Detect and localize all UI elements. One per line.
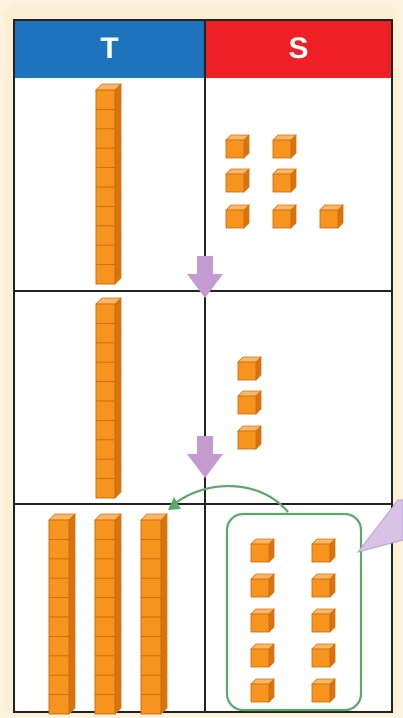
unit-cube bbox=[226, 205, 249, 228]
curved-arrow-icon bbox=[174, 486, 288, 512]
unit-cube bbox=[312, 644, 335, 667]
unit-cube bbox=[251, 609, 274, 632]
ten-rod bbox=[96, 298, 121, 498]
unit-cube bbox=[312, 574, 335, 597]
unit-cube bbox=[238, 357, 261, 380]
unit-cube bbox=[312, 539, 335, 562]
down-arrow-icon bbox=[187, 256, 223, 298]
unit-cube bbox=[251, 679, 274, 702]
curved-arrow-head bbox=[168, 497, 181, 510]
regroup-outline bbox=[227, 514, 361, 710]
unit-cube bbox=[312, 679, 335, 702]
ten-rod bbox=[95, 514, 121, 714]
ten-rod bbox=[141, 514, 167, 714]
unit-cube bbox=[238, 391, 261, 414]
ten-rod bbox=[96, 84, 121, 284]
unit-cube bbox=[251, 539, 274, 562]
unit-cube bbox=[251, 644, 274, 667]
unit-cube bbox=[273, 169, 296, 192]
down-arrow-icon bbox=[187, 436, 223, 478]
unit-cube bbox=[251, 574, 274, 597]
unit-cube bbox=[226, 169, 249, 192]
unit-cube bbox=[273, 135, 296, 158]
unit-cube bbox=[238, 426, 261, 449]
speech-bubble-icon bbox=[358, 500, 403, 552]
ten-rod bbox=[49, 514, 75, 714]
unit-cube bbox=[320, 205, 343, 228]
unit-cube bbox=[226, 135, 249, 158]
unit-cube bbox=[273, 205, 296, 228]
unit-cube bbox=[312, 609, 335, 632]
